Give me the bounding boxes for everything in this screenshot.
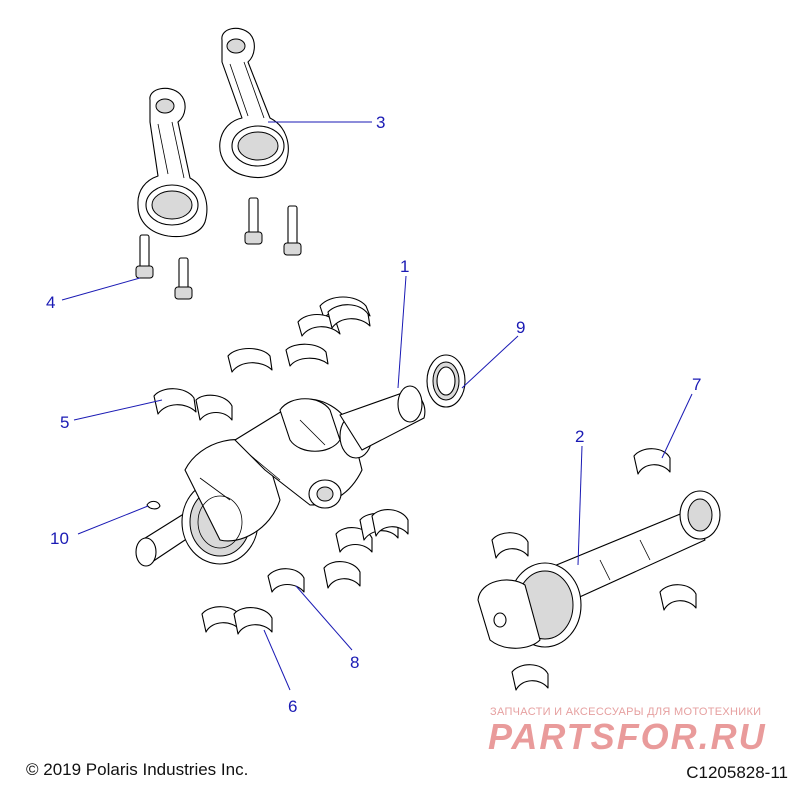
callout-1: 1 (400, 257, 409, 276)
callout-3: 3 (376, 113, 385, 132)
callout-4: 4 (46, 293, 55, 312)
connecting-rod-right (219, 27, 289, 179)
bearing-shells-lower (201, 509, 409, 635)
callout-5: 5 (60, 413, 69, 432)
crankshaft (135, 385, 426, 567)
copyright-text: © 2019 Polaris Industries Inc. (26, 760, 249, 779)
watermark-logo: PARTSFOR.RU (488, 716, 767, 757)
callout-2: 2 (575, 427, 584, 446)
callout-8: 8 (350, 653, 359, 672)
oil-seal (426, 354, 466, 408)
woodruff-key (146, 500, 161, 510)
callout-labels: 1 2 3 4 5 6 7 8 9 10 (46, 113, 701, 716)
callout-7: 7 (692, 375, 701, 394)
diagram-code: C1205828-11 (686, 763, 788, 782)
rod-bolts (135, 197, 302, 300)
balance-shaft (477, 490, 721, 649)
bearing-shells-upper (153, 296, 371, 421)
callout-6: 6 (288, 697, 297, 716)
callout-10: 10 (50, 529, 69, 548)
leader-lines (61, 121, 693, 691)
callout-9: 9 (516, 318, 525, 337)
connecting-rod-left (137, 87, 208, 238)
watermark-tagline: ЗАПЧАСТИ И АКСЕССУАРЫ ДЛЯ МОТОТЕХНИКИ (490, 706, 762, 718)
bearing-shells-right (491, 448, 697, 691)
